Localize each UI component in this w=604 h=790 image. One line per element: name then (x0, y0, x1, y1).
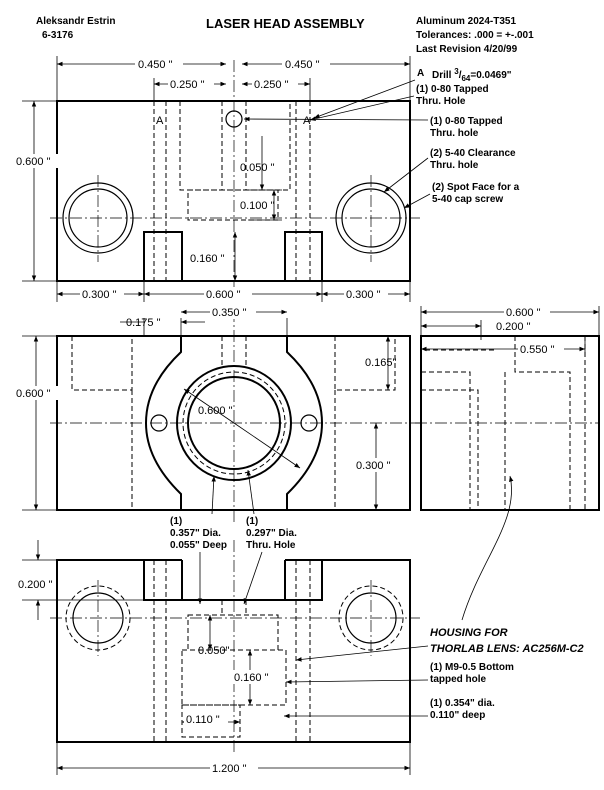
callout-m9-l2: tapped hole (430, 674, 487, 685)
dim-front-height: 0.600 " (16, 388, 51, 400)
dim-top-width-right: 0.450 " (285, 59, 320, 71)
side-view: 0.600 " 0.200 " 0.550 " (415, 305, 600, 511)
callout-tapped-b-l1: (1) 0-80 Tapped (430, 116, 503, 127)
dim-front-300: 0.300 " (356, 460, 391, 472)
dim-bottom-200: 0.200 " (18, 579, 53, 591)
callout-dia297-l2: 0.297" Dia. (246, 528, 297, 539)
callout-drill-num: 3 (454, 67, 459, 76)
top-notch-right (284, 231, 323, 281)
front-view-dimensions: 0.175 " 0.350 " 0.600 " 0.165" 0.600 " 0… (14, 305, 398, 511)
course-number: 6-3176 (42, 30, 74, 41)
top-notch-left (143, 231, 183, 281)
callout-tapped-a-l1: (1) 0-80 Tapped (416, 84, 489, 95)
callout-tapped-a-l2: Thru. Hole (416, 96, 466, 107)
front-view (50, 310, 420, 525)
dim-side-200: 0.200 " (496, 321, 531, 333)
callout-spotface-l1: (2) Spot Face for a (432, 182, 520, 193)
dim-top-slot-depth: 0.050 " (240, 162, 275, 174)
callout-dia357-l3: 0.055" Deep (170, 540, 227, 551)
callout-clearance-l2: Thru. hole (430, 160, 479, 171)
callout-m9-l1: (1) M9-0.5 Bottom (430, 662, 514, 673)
dim-bottom-160: 0.160 " (234, 672, 269, 684)
callout-dia297-l3: Thru. Hole (246, 540, 296, 551)
dim-top-height: 0.600 " (16, 156, 51, 168)
drawing-title: LASER HEAD ASSEMBLY (206, 16, 365, 31)
top-view-dimensions: 0.450 " 0.450 " 0.250 " 0.250 " 0.600 " … (14, 56, 411, 302)
dim-side-width: 0.600 " (506, 307, 541, 319)
dim-top-width-left: 0.450 " (138, 59, 173, 71)
callout-housing-l2: THORLAB LENS: AC256M-C2 (430, 643, 584, 655)
dim-front-175: 0.175 " (126, 317, 161, 329)
callout-drill-suffix: =0.0469" (470, 70, 511, 81)
dim-overall-width: 1.200 " (212, 763, 247, 775)
callout-dia357-l2: 0.357" Dia. (170, 528, 221, 539)
callout-dia357-l1: (1) (170, 516, 182, 527)
author-name: Aleksandr Estrin (36, 16, 115, 27)
callout-clearance-l1: (2) 5-40 Clearance (430, 148, 516, 159)
tolerance-spec: Tolerances: .000 = +-.001 (416, 30, 534, 41)
top-view: A A (50, 60, 420, 300)
dim-bottom-110: 0.110 " (186, 714, 220, 726)
callout-dia354-l1: (1) 0.354" dia. (430, 698, 495, 709)
dim-top-bottom-right: 0.300 " (346, 289, 381, 301)
dim-front-bore: 0.600 " (198, 405, 233, 417)
callouts: A Drill 3/64=0.0469" (1) 0-80 Tapped Thr… (170, 67, 584, 721)
dim-top-bottom-left: 0.300 " (82, 289, 117, 301)
dim-top-inner-right: 0.250 " (254, 79, 289, 91)
top-view-outline (56, 100, 411, 282)
dim-top-inner-left: 0.250 " (170, 79, 205, 91)
callout-drill-prefix: Drill (432, 70, 454, 81)
dim-front-165: 0.165" (365, 357, 397, 369)
dim-side-550: 0.550 " (520, 344, 555, 356)
dim-top-pocket: 0.100 " (240, 200, 275, 212)
dim-front-350: 0.350 " (212, 307, 247, 319)
callout-drill-letter: A (417, 68, 424, 79)
material-spec: Aluminum 2024-T351 (416, 16, 516, 27)
bottom-view (50, 540, 420, 755)
dim-bottom-050: 0.050" (198, 645, 230, 657)
bottom-view-outline (56, 559, 411, 743)
callout-housing-l1: HOUSING FOR (430, 627, 508, 639)
section-mark-a-left: A (156, 115, 164, 127)
dim-top-bottom-center: 0.600 " (206, 289, 241, 301)
callout-drill-den: 64 (461, 74, 470, 83)
callout-drill: Drill 3/64=0.0469" (432, 67, 512, 83)
callout-tapped-b-l2: Thru. hole (430, 128, 479, 139)
bottom-view-dimensions: 0.200 " 0.050" 0.160 " 0.110 " 1.200 " (18, 540, 411, 775)
revision-date: Last Revision 4/20/99 (416, 44, 518, 55)
callout-dia354-l2: 0.110" deep (430, 710, 485, 721)
callout-dia297-l1: (1) (246, 516, 258, 527)
section-mark-a-right: A (303, 115, 311, 127)
callout-spotface-l2: 5-40 cap screw (432, 194, 503, 205)
dim-top-notch: 0.160 " (190, 253, 225, 265)
